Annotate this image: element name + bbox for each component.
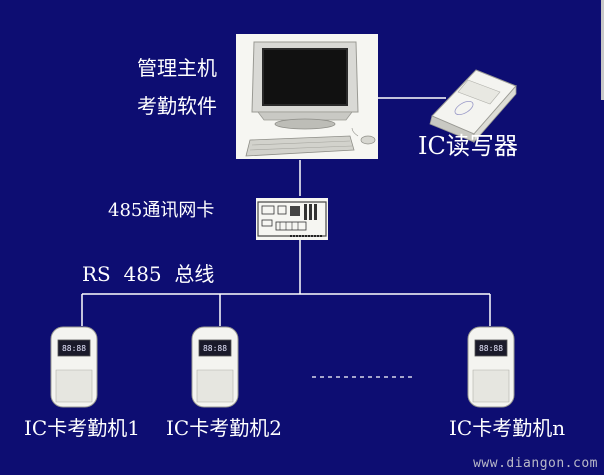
terminal-display: 88:88	[61, 344, 87, 353]
terminal-1: 88:88	[50, 326, 98, 408]
terminal-display: 88:88	[478, 344, 504, 353]
terminal-n: 88:88	[467, 326, 515, 408]
host-label-line1: 管理主机	[137, 56, 217, 80]
terminal-2-label: IC卡考勤机2	[166, 416, 282, 440]
edge-bar	[601, 0, 604, 100]
watermark: www.diangon.com	[473, 456, 598, 471]
network-card-label: 485通讯网卡	[108, 200, 215, 221]
attendance-terminal-icon	[191, 326, 239, 408]
computer-icon	[236, 34, 378, 159]
terminal-1-label: IC卡考勤机1	[24, 416, 140, 440]
attendance-terminal-icon	[50, 326, 98, 408]
terminal-display: 88:88	[202, 344, 228, 353]
attendance-terminal-icon	[467, 326, 515, 408]
ic-reader-label: IC读写器	[418, 132, 518, 160]
host-label-line2: 考勤软件	[137, 94, 217, 118]
terminal-2: 88:88	[191, 326, 239, 408]
terminal-n-label: IC卡考勤机n	[449, 416, 566, 440]
bus-label: RS 485 总线	[82, 262, 215, 286]
network-card-icon	[256, 198, 328, 240]
ic-reader-icon	[429, 69, 517, 144]
